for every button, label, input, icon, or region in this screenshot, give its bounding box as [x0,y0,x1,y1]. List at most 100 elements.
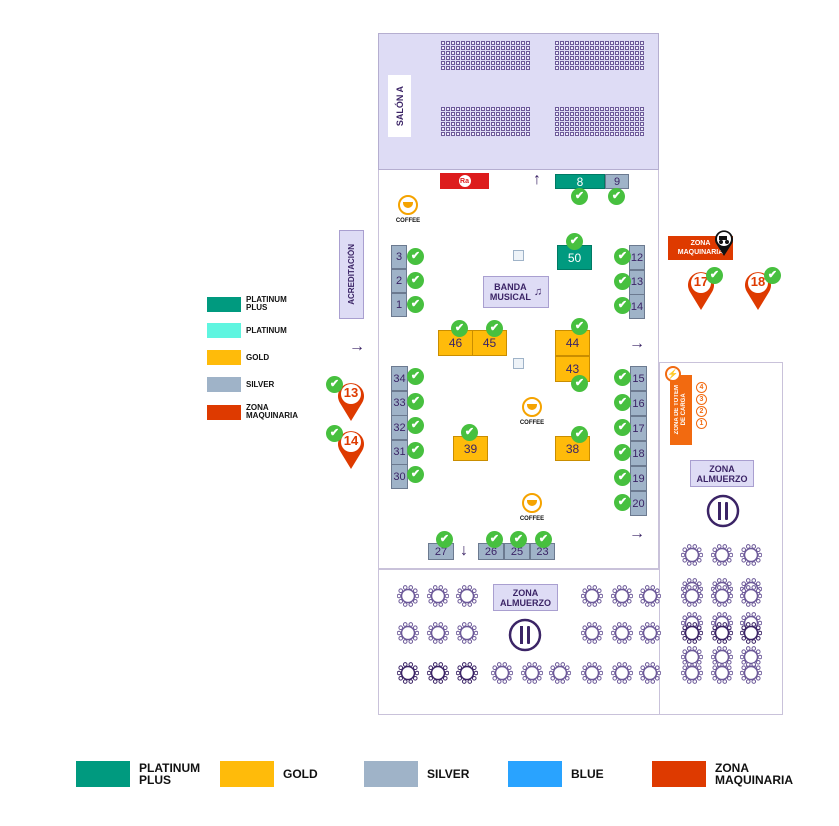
booth-31[interactable]: 31 [391,439,408,465]
seat [625,107,629,111]
booth-32[interactable]: 32 [391,415,408,440]
booth-number: 26 [484,545,498,558]
booth-number: 33 [393,397,406,409]
totem-slot-4[interactable]: 4 [696,382,707,393]
seat [630,107,634,111]
seat [476,132,480,136]
round-table [710,662,734,684]
coffee-label: COFFEE [519,516,545,522]
seat [521,132,525,136]
totem-slot-3[interactable]: 3 [696,394,707,405]
marker-pin-14[interactable]: 14 [336,427,366,470]
booth-1[interactable]: 1 [391,293,407,317]
seat-column [615,41,624,70]
seat-column [451,41,460,70]
seat [605,127,609,131]
banda-musical-stage[interactable]: BANDA MUSICAL ♫ [483,276,549,308]
seat [486,122,490,126]
seat [565,46,569,50]
booth-2[interactable]: 2 [391,269,407,293]
seat [640,46,644,50]
seat [580,132,584,136]
booth-number: 39 [463,441,478,456]
booth-9[interactable]: 9 [605,174,629,189]
bottom-legend-item: BLUE [508,761,652,787]
marker-number: 14 [343,433,359,448]
booth-44[interactable]: 44 [555,330,590,356]
seat-column [461,107,470,136]
booth-30[interactable]: 30 [391,464,408,489]
legend-label-line1: BLUE [571,767,604,781]
totem-charging-zone[interactable]: ZONA DE TOTEM DE CARGA [670,375,692,445]
bottom-legend-item: GOLD [220,761,364,787]
sponsor-ra-banner[interactable]: Ra [440,173,489,189]
round-table [490,662,514,684]
booth-25[interactable]: 25 [504,543,530,560]
seat [585,41,589,45]
booth-33[interactable]: 33 [391,390,408,416]
marker-pin-18[interactable]: 18 [743,268,773,311]
seat [456,41,460,45]
seat [456,46,460,50]
check-icon: ✔ [571,318,588,335]
seat [521,66,525,70]
booth-13[interactable]: 13 [629,269,645,295]
booth-19[interactable]: 19 [630,466,647,491]
seat [441,127,445,131]
seat [481,61,485,65]
marker-pin-13[interactable]: 13 [336,379,366,422]
totem-slot-2[interactable]: 2 [696,406,707,417]
seat [595,127,599,131]
seat [521,112,525,116]
seat [605,117,609,121]
round-table [710,622,734,644]
booth-14[interactable]: 14 [629,294,645,319]
booth-16[interactable]: 16 [630,391,647,416]
seat [496,112,500,116]
seat [630,41,634,45]
seat [590,107,594,111]
round-table [638,662,662,684]
booth-17[interactable]: 17 [630,416,647,441]
seat [570,122,574,126]
seat [491,127,495,131]
booth-15[interactable]: 15 [630,366,647,391]
round-table [638,585,662,607]
booth-number: 20 [632,497,645,510]
coffee-cup-icon [398,195,418,215]
seat [461,56,465,60]
seat [461,61,465,65]
check-icon: ✔ [614,297,631,314]
seat-column [511,107,520,136]
seat [635,61,639,65]
legend-label: SILVER [246,380,274,389]
booth-34[interactable]: 34 [391,366,408,391]
seat [595,117,599,121]
seat [501,46,505,50]
booth-3[interactable]: 3 [391,245,407,269]
totem-slot-1[interactable]: 1 [696,418,707,429]
booth-8[interactable]: 8 [555,174,605,189]
seat [565,132,569,136]
seat-column [491,107,500,136]
seat [635,107,639,111]
bottom-legend-item: SILVER [364,761,508,787]
legend-label-line1: GOLD [283,767,318,781]
seat [605,122,609,126]
check-icon: ✔ [407,272,424,289]
seat [620,127,624,131]
booth-18[interactable]: 18 [630,441,647,466]
seat [605,107,609,111]
acreditacion-area[interactable]: ACREDITACIÓN [339,230,364,319]
check-icon: ✔ [614,248,631,265]
seat [625,51,629,55]
seat [511,122,515,126]
booth-20[interactable]: 20 [630,491,647,516]
booth-12[interactable]: 12 [629,245,645,270]
map-pin-icon [745,272,771,310]
booth-23[interactable]: 23 [530,543,555,560]
fork-knife-icon [508,618,542,652]
